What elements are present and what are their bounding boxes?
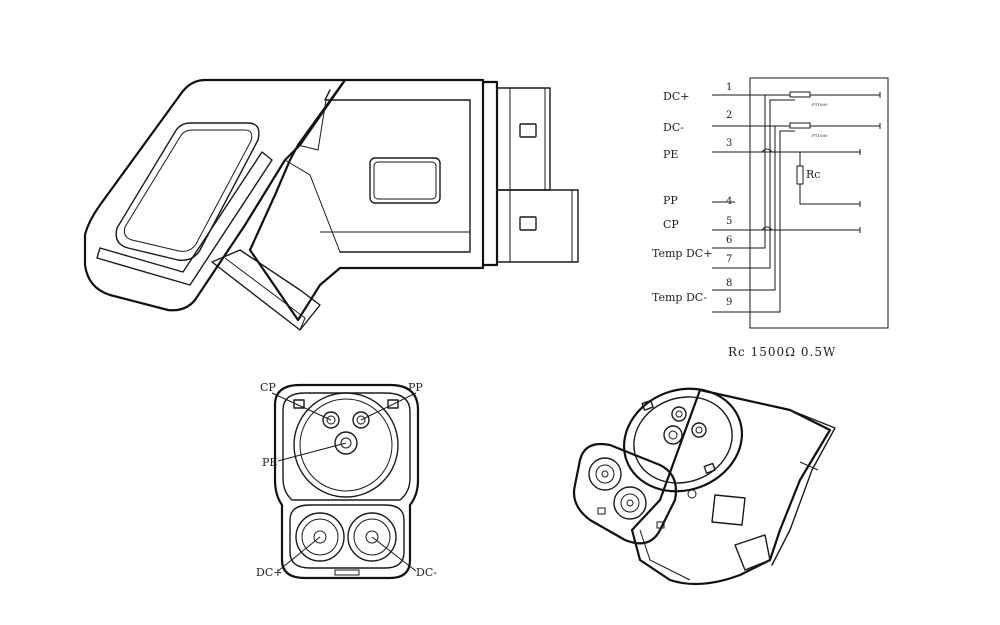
pt1000-label: PT1000	[812, 102, 828, 107]
resistor-label: Rc	[806, 168, 820, 181]
face-label-pp: PP	[408, 381, 423, 394]
face-label-cp: CP	[260, 381, 276, 394]
resistor-spec-note: Rc 1500Ω 0.5W	[728, 345, 836, 359]
face-leader-lines	[271, 392, 417, 572]
pin-number: 7	[726, 254, 732, 265]
pin-number: 9	[726, 297, 732, 308]
schematic-frame	[749, 77, 889, 329]
face-label-dc-minus: DC-	[416, 566, 437, 579]
pin-cp	[322, 411, 340, 429]
plug-side-view	[83, 78, 579, 331]
pin-pe	[334, 431, 358, 455]
plug-isometric-view	[572, 387, 836, 586]
schematic-wires	[712, 91, 881, 313]
pin-number: 6	[726, 235, 732, 246]
signal-label-temp-dc-minus: Temp DC-	[652, 291, 707, 304]
signal-label-pe: PE	[663, 148, 678, 161]
pin-number: 2	[726, 110, 732, 121]
pin-number: 3	[726, 138, 732, 149]
pt1000-label: PT1000	[812, 133, 828, 138]
pin-dc-plus	[295, 512, 345, 562]
signal-label-dc-plus: DC+	[663, 90, 689, 103]
signal-label-cp: CP	[663, 218, 679, 231]
face-label-dc-plus: DC+	[256, 566, 282, 579]
signal-label-temp-dc-plus: Temp DC+	[652, 247, 712, 260]
face-label-pe: PE	[262, 456, 277, 469]
pin-pp	[352, 411, 370, 429]
signal-label-dc-minus: DC-	[663, 121, 684, 134]
pin-dc-minus	[347, 512, 397, 562]
pin-number: 5	[726, 216, 732, 227]
signal-label-pp: PP	[663, 194, 678, 207]
pin-number: 1	[726, 82, 732, 93]
pin-number: 8	[726, 278, 732, 289]
wiring-schematic: DC+ DC- PE PP CP Temp DC+ Temp DC- 1 2 3…	[652, 77, 889, 359]
connector-face-view: CP PP PE DC+ DC-	[256, 381, 437, 580]
